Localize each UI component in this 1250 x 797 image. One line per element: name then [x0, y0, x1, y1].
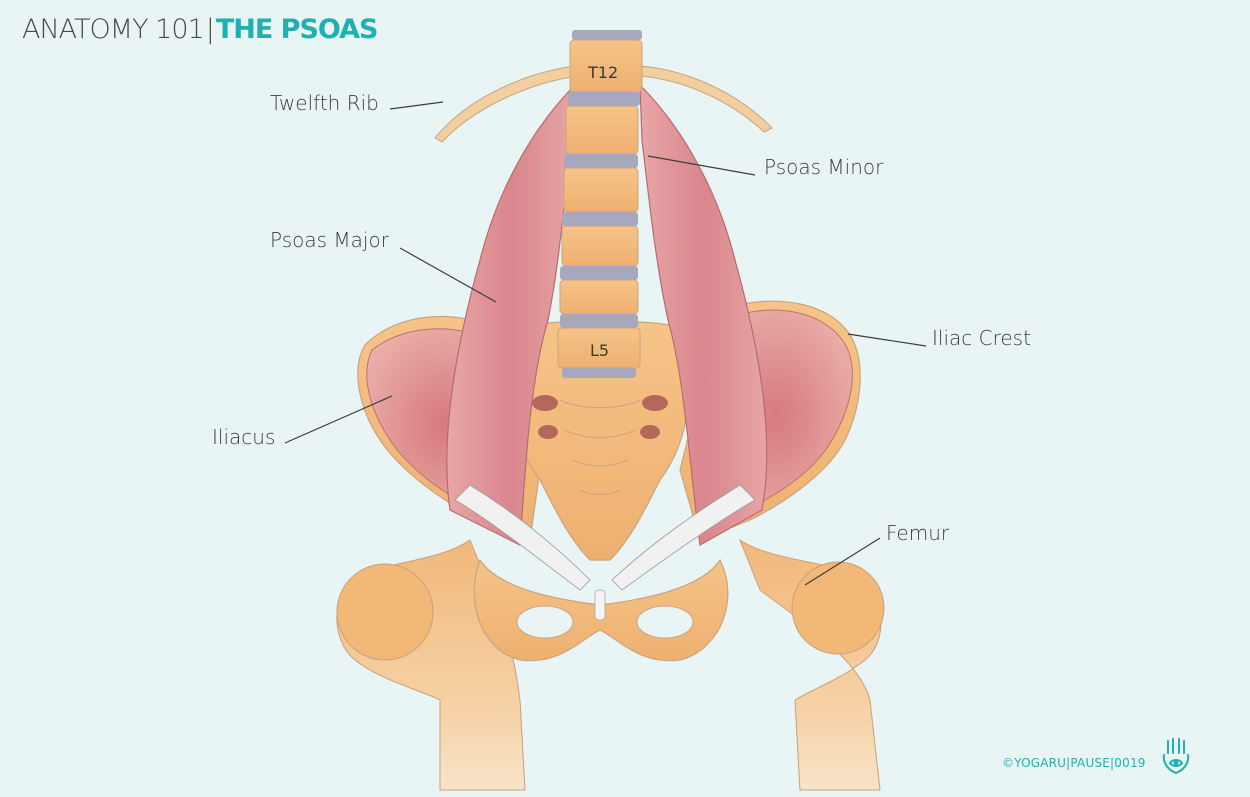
hamsa-hand-icon	[1162, 738, 1190, 774]
left-psoas-major-muscle	[446, 83, 576, 546]
left-psoas-tendon	[454, 484, 591, 591]
leader-twelfth-rib	[389, 101, 444, 110]
page-title: ANATOMY 101|THE PSOAS	[22, 12, 379, 48]
title-separator: |	[205, 14, 215, 45]
leader-iliacus	[284, 395, 393, 444]
label-iliac-crest: Iliac Crest	[932, 326, 1031, 350]
sacrum	[511, 320, 689, 561]
right-psoas-major-muscle	[639, 83, 768, 546]
label-psoas-minor: Psoas Minor	[764, 155, 884, 179]
right-twelfth-rib	[639, 65, 773, 133]
right-femur	[738, 538, 885, 791]
leader-psoas-major	[399, 247, 497, 303]
right-psoas-tendon	[611, 484, 756, 591]
leader-iliac-crest	[847, 333, 927, 347]
label-psoas-major: Psoas Major	[270, 228, 389, 252]
vertebra-label-l5: L5	[590, 341, 609, 360]
lumbar-spine: T12 L5	[557, 30, 643, 378]
label-iliacus: Iliacus	[212, 425, 276, 449]
vertebra-label-t12: T12	[587, 63, 618, 82]
footer-credit: ©YOGARU|PAUSE|0019	[1002, 756, 1146, 770]
label-femur: Femur	[886, 521, 950, 545]
label-twelfth-rib: Twelfth Rib	[270, 91, 379, 115]
title-anatomy: ANATOMY 101	[22, 14, 205, 45]
title-psoas: THE PSOAS	[215, 14, 379, 45]
leader-femur	[804, 537, 881, 586]
leader-psoas-minor	[647, 155, 756, 176]
